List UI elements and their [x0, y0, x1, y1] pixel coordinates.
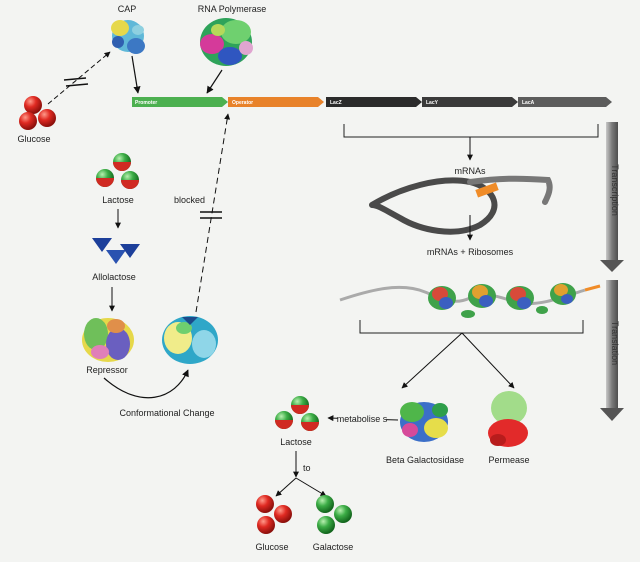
- allolactose-triangle: [120, 244, 140, 258]
- galactose-ball: [316, 495, 334, 513]
- beta-galactosidase-icon: [400, 402, 448, 442]
- glucose-bottom-label: Glucose: [255, 542, 288, 552]
- nascent-protein: [461, 310, 475, 318]
- operator-site-marker: [475, 182, 499, 198]
- lacz-segment: [326, 97, 422, 107]
- cap-label: CAP: [118, 4, 137, 14]
- lactose-ball: [113, 153, 131, 171]
- lacy-segment: [422, 97, 518, 107]
- translation-label: Translation: [610, 321, 620, 365]
- laca-segment: [518, 97, 612, 107]
- operator-label: Operator: [232, 100, 253, 106]
- permease-label: Permease: [488, 455, 529, 465]
- lactose-ball: [301, 413, 319, 431]
- glucose-ball: [274, 505, 292, 523]
- lactose-ball: [121, 171, 139, 189]
- galactose-ball: [317, 516, 335, 534]
- galactose-ball: [334, 505, 352, 523]
- lacz-label: LacZ: [330, 100, 342, 106]
- galactose-label: Galactose: [313, 542, 354, 552]
- lactose-bottom-label: Lactose: [280, 437, 312, 447]
- to-permease-arrow: [461, 332, 515, 389]
- bound-allolactose-triangle: [182, 317, 198, 325]
- allolactose-triangle: [106, 250, 126, 264]
- laca-label: LacA: [522, 100, 535, 106]
- ribosome-cluster: [550, 283, 576, 305]
- repressor-to-operator-arrow: [195, 113, 231, 313]
- lactose-molecules-top: [96, 153, 139, 189]
- glucose-ball: [38, 109, 56, 127]
- glucose-molecules-top: [19, 96, 56, 130]
- glucose-ball: [24, 96, 42, 114]
- rna-polymerase-icon: [200, 18, 253, 66]
- polymerase-to-promoter-arrow: [206, 69, 223, 94]
- to-label: to: [303, 463, 311, 473]
- permease-icon: [488, 391, 528, 447]
- conformational-change-arrow: [103, 369, 189, 399]
- glucose-top-label: Glucose: [17, 134, 50, 144]
- allolactose-triangle: [92, 238, 112, 252]
- operator-segment: [228, 97, 324, 107]
- mrna-strand: [369, 175, 553, 235]
- blocked-label: blocked: [174, 195, 205, 205]
- transcription-side-arrow: Transcription: [600, 122, 624, 272]
- repressor-label: Repressor: [86, 365, 128, 375]
- promoter-label: Promoter: [135, 100, 157, 106]
- to-galactose-arrow: [295, 477, 327, 497]
- ribosome-cluster: [506, 286, 534, 310]
- translation-side-arrow: Translation: [600, 280, 624, 421]
- transcription-label: Transcription: [610, 164, 620, 216]
- lactose-top-label: Lactose: [102, 195, 134, 205]
- lactose-ball: [96, 169, 114, 187]
- nascent-protein: [536, 306, 548, 314]
- repressor-icon: [82, 318, 134, 362]
- glucose-molecules-bottom: [256, 495, 292, 534]
- allolactose-label: Allolactose: [92, 272, 136, 282]
- lac-operon-bar: Promoter Operator LacZ LacY LacA: [132, 97, 612, 107]
- lactose-ball: [275, 411, 293, 429]
- translation-bracket: [359, 320, 584, 334]
- rna-polymerase-label: RNA Polymerase: [198, 4, 267, 14]
- galactose-molecules: [316, 495, 352, 534]
- metabolises-label-bg: [338, 413, 386, 424]
- ribosome-cluster: [468, 284, 496, 308]
- allolactose-molecules: [92, 238, 140, 264]
- conformational-change-label: Conformational Change: [119, 408, 214, 418]
- cap-protein-icon: [111, 20, 145, 54]
- inhibition-mark-cap: [63, 77, 89, 87]
- glucose-ball: [257, 516, 275, 534]
- to-glucose-arrow: [275, 477, 297, 497]
- cap-to-promoter-arrow: [131, 55, 141, 94]
- to-beta-galactosidase-arrow: [401, 332, 463, 389]
- transcription-bracket: [343, 124, 599, 138]
- lactose-ball: [291, 396, 309, 414]
- lacy-label: LacY: [426, 100, 439, 106]
- beta-galactosidase-label: Beta Galactosidase: [386, 455, 464, 465]
- promoter-segment: [132, 97, 228, 107]
- ribosome-cluster: [428, 286, 456, 310]
- metabolises-label: metabolise s: [337, 414, 388, 424]
- lactose-molecules-bottom: [275, 396, 319, 431]
- bound-repressor-icon: [162, 316, 218, 364]
- mrnas-label: mRNAs: [455, 166, 486, 176]
- glucose-ball: [19, 112, 37, 130]
- inhibition-mark-operator: [200, 211, 222, 219]
- mrnas-ribosomes-label: mRNAs + Ribosomes: [427, 247, 514, 257]
- glucose-ball: [256, 495, 274, 513]
- mrna-with-ribosomes: [339, 283, 601, 318]
